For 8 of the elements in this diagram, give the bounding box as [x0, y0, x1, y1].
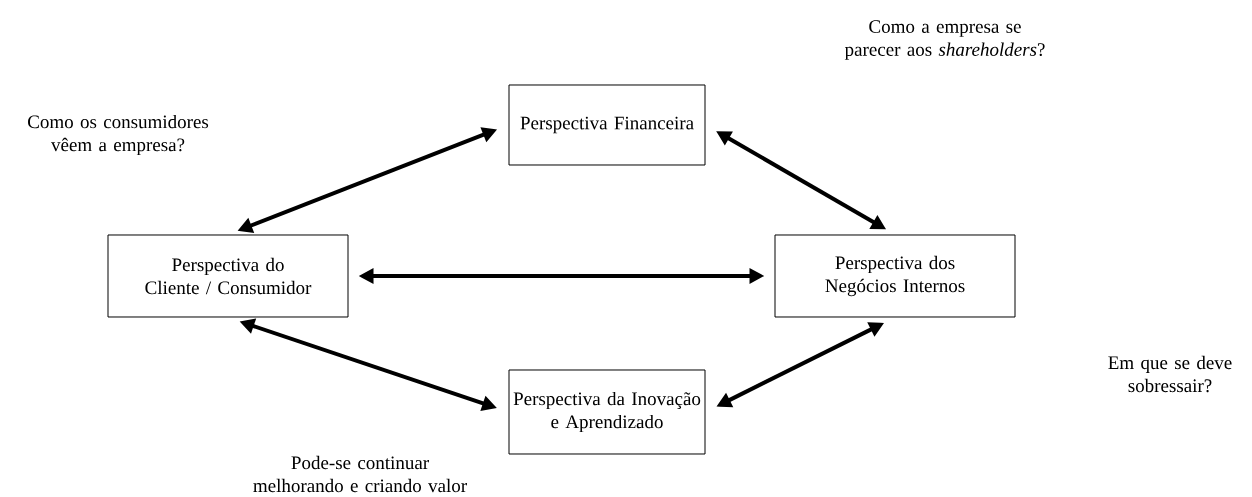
question-text: Em que se deve sobressair?: [1108, 355, 1232, 393]
question-text: Como a empresa se parecer aos shareholders?: [844, 20, 1045, 60]
perspective-box: Perspectiva da Inovação e Aprendizado: [508, 369, 706, 455]
question-text: Pode-se continuar melhorando e criando valor: [253, 455, 467, 493]
question-text: Como os consumidores vêem a empresa?: [28, 114, 209, 156]
perspective-box: Perspectiva do Cliente / Consumidor: [107, 234, 349, 318]
perspective-box: Perspectiva dos Negócios Internos: [774, 234, 1016, 318]
perspective-box: Perspectiva Financeira: [508, 84, 706, 166]
